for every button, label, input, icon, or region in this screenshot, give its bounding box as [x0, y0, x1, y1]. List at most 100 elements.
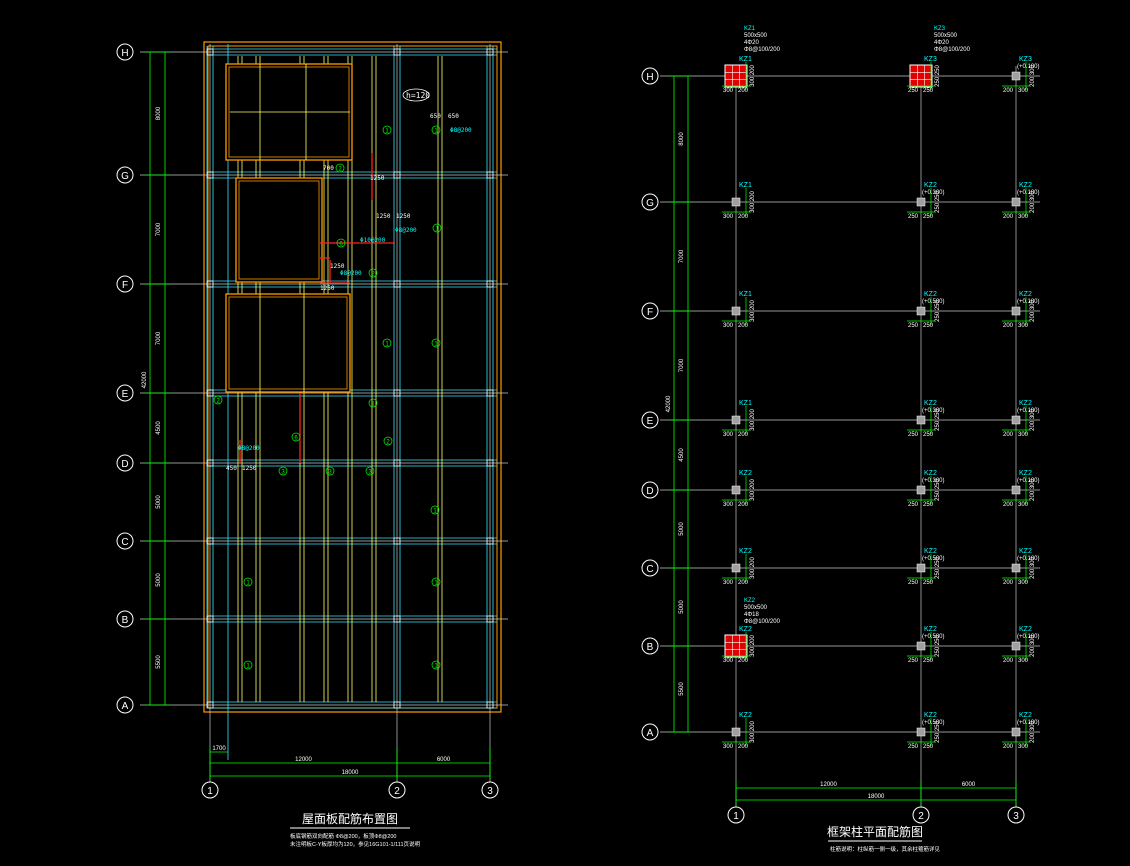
- axis-bubble-bottom-right-3: [1007, 806, 1025, 824]
- left-dim-12000: 12000: [295, 757, 312, 763]
- column-elev-0-2: (+0.180): [1017, 64, 1040, 70]
- slab-mark-label-5: 1: [385, 342, 389, 348]
- column-elev-2-1: (+0.580): [922, 299, 945, 305]
- column-label-6-1: KZ2: [924, 626, 937, 633]
- left-dim-seg-5: 5000: [156, 573, 162, 587]
- slab-mark-label-8: 1: [371, 402, 375, 408]
- left-beams: [225, 56, 443, 702]
- column-dim-b-2-2: 300: [1018, 323, 1029, 329]
- slab-mark-label-4: 2: [371, 272, 375, 278]
- axis-label-right-E: E: [647, 416, 654, 427]
- slab-mark-circle-19: [291, 432, 301, 442]
- slab-mark-circle-7: [213, 395, 223, 405]
- column-dim-v-7-2: 200 300: [1030, 721, 1036, 743]
- left-dim-seg-2: 7000: [156, 331, 162, 345]
- axis-bubble-left-C: [116, 532, 134, 550]
- column-3-2: [1011, 415, 1021, 425]
- left-column-7-1: [393, 701, 401, 709]
- column-dim-v-1-1: 250 250: [935, 191, 941, 213]
- column-dim-b-3-1: 250: [923, 432, 934, 438]
- column-dim-a-3-2: 200: [1003, 432, 1014, 438]
- column-label-5-2: KZ2: [1019, 548, 1032, 555]
- column-label-4-0: KZ2: [739, 470, 752, 477]
- column-dim-b-4-1: 250: [923, 502, 934, 508]
- column-1-2: [1011, 197, 1021, 207]
- axis-label-bottom-right-2: 2: [918, 811, 924, 822]
- column-0-2: [1011, 71, 1021, 81]
- left-column-0-2: [486, 48, 494, 56]
- column-dim-b-2-0: 200: [738, 323, 749, 329]
- detail-bars-0: 4Φ20: [744, 40, 759, 46]
- left-column-1-1: [393, 171, 401, 179]
- rebar-label-1: Φ8@200: [395, 227, 417, 234]
- slab-mark-circle-18: [336, 238, 346, 248]
- slab-mark-circle-12: [365, 466, 375, 476]
- axis-bubble-left-B: [116, 610, 134, 628]
- axis-label-bottom-left-1: 1: [207, 786, 213, 797]
- slab-mark-circle-10: [278, 466, 288, 476]
- column-elev-3-2: (+0.180): [1017, 408, 1040, 414]
- axis-label-left-C: C: [121, 537, 128, 548]
- column-elev-4-1: (+0.380): [922, 478, 945, 484]
- column-dim-b-4-2: 300: [1018, 502, 1029, 508]
- column-dim-v-2-0: 300 200: [750, 300, 756, 322]
- axis-bubble-right-H: [641, 67, 659, 85]
- column-dim-v-3-1: 250 250: [935, 409, 941, 431]
- axis-label-right-B: B: [647, 642, 654, 653]
- axis-bubble-bottom-right-2: [912, 806, 930, 824]
- slab-small-dim-6: 1250: [330, 263, 345, 270]
- slab-mark-label-10: 3: [281, 470, 285, 476]
- left-dim-seg-6: 5500: [156, 655, 162, 669]
- column-dim-b-6-0: 200: [738, 658, 749, 664]
- column-elev-3-1: (+0.380): [922, 408, 945, 414]
- column-dim-a-4-1: 250: [908, 502, 919, 508]
- column-1-0: [731, 197, 741, 207]
- axis-label-bottom-left-3: 3: [487, 786, 493, 797]
- slab-small-dim-1: 650: [448, 113, 459, 120]
- right-dim-6000: 6000: [962, 782, 976, 788]
- column-4-2: [1011, 485, 1021, 495]
- rebar-label-2: Φ10@200: [360, 237, 386, 244]
- slab-thickness-label: h=120: [406, 91, 430, 100]
- column-label-3-2: KZ2: [1019, 400, 1032, 407]
- left-dim-1700: 1700: [212, 746, 226, 752]
- column-label-7-0: KZ2: [739, 712, 752, 719]
- slab-mark-circle-13: [430, 505, 440, 515]
- column-elev-6-2: (+0.180): [1017, 634, 1040, 640]
- left-column-3-2: [486, 389, 494, 397]
- column-elev-1-1: (+0.380): [922, 190, 945, 196]
- left-opening-2: [225, 293, 351, 393]
- rebar-label-0: Φ8@200: [450, 127, 472, 134]
- column-dim-b-5-2: 300: [1018, 580, 1029, 586]
- right-dim-seg-2: 7000: [679, 358, 685, 372]
- slab-small-dim-7: 1250: [320, 285, 335, 292]
- column-dim-v-2-1: 250 250: [935, 300, 941, 322]
- right-grid-lines: [660, 66, 1040, 808]
- right-dim-12000: 12000: [820, 782, 837, 788]
- column-dim-a-2-2: 200: [1003, 323, 1014, 329]
- column-dim-a-4-2: 200: [1003, 502, 1014, 508]
- column-6-2: [1011, 641, 1021, 651]
- left-dim-seg-3: 4500: [156, 421, 162, 435]
- column-dim-a-1-1: 250: [908, 214, 919, 220]
- column-dim-a-6-2: 200: [1003, 658, 1014, 664]
- column-dim-b-7-0: 200: [738, 744, 749, 750]
- left-column-3-1: [393, 389, 401, 397]
- axis-bubble-left-A: [116, 696, 134, 714]
- column-dim-a-6-0: 300: [723, 658, 734, 664]
- slab-mark-circle-0: [382, 125, 392, 135]
- detail-stirrup-1: Φ8@100/200: [934, 47, 971, 53]
- column-dim-v-3-2: 200 300: [1030, 409, 1036, 431]
- axis-label-right-G: G: [646, 198, 654, 209]
- axis-bubble-left-H: [116, 43, 134, 61]
- column-dim-v-7-1: 250 250: [935, 721, 941, 743]
- column-dim-a-4-0: 300: [723, 502, 734, 508]
- slab-mark-circle-11: [325, 466, 335, 476]
- axis-label-left-E: E: [122, 389, 129, 400]
- axis-label-left-D: D: [121, 459, 128, 470]
- detail-bars-1: 4Φ20: [934, 40, 949, 46]
- slab-mark-label-0: 1: [385, 129, 389, 135]
- slab-small-dim-9: 1250: [242, 465, 257, 472]
